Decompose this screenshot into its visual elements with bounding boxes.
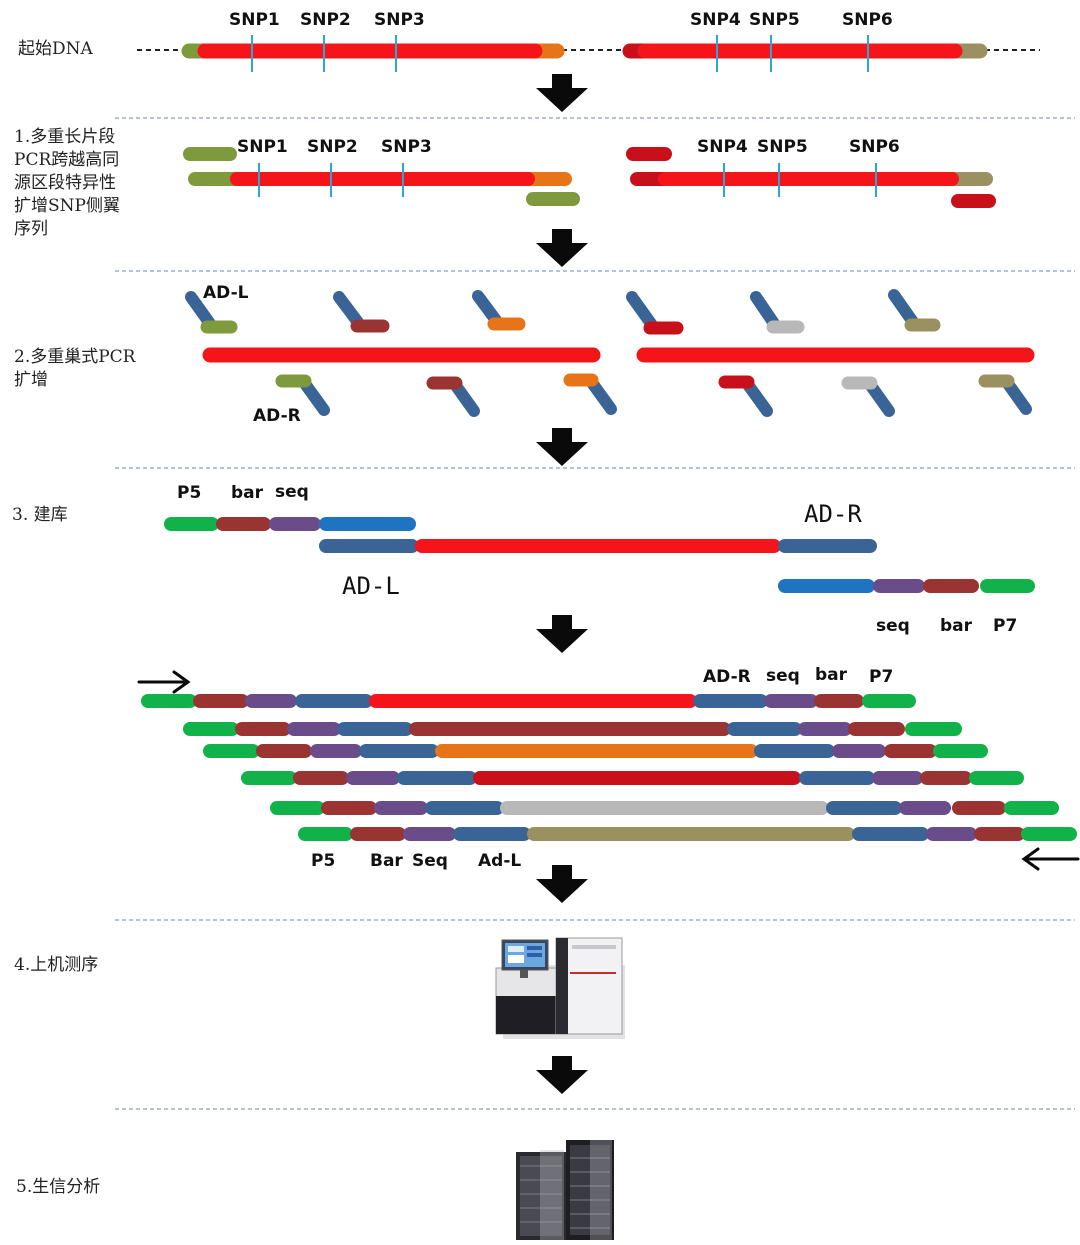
server-rack-icon: [516, 1140, 614, 1240]
nested-primer: [841, 376, 895, 417]
step-separators: [115, 117, 1075, 1110]
seq-primer-label: seq: [766, 666, 800, 686]
adapter-tail: [626, 291, 658, 331]
barcode-label: bar: [815, 665, 848, 685]
left-arrow-icon: [1021, 847, 1080, 871]
adapter-left-label: AD-L: [342, 572, 400, 600]
nested-primer: [185, 291, 238, 334]
step-1-line-1: 1.多重长片段: [14, 127, 115, 147]
barcode-label: bar: [231, 483, 264, 503]
step-1-line-2: PCR跨越高同: [14, 150, 119, 170]
snp-label: SNP5: [749, 10, 800, 30]
snp-label: SNP4: [697, 137, 748, 157]
adapter-right-label: AD-R: [703, 667, 751, 687]
nested-primer: [333, 291, 390, 333]
adapter-tail: [888, 289, 919, 328]
barcode-label: bar: [940, 616, 973, 636]
nested-pcr: AD-L AD-R: [185, 283, 1035, 426]
step-2-line-1: 2.多重巢式PCR: [14, 347, 137, 367]
sequencer-icon: [495, 937, 625, 1039]
step-1-line-5: 序列: [14, 219, 48, 239]
seq-primer-label: Seq: [412, 851, 448, 871]
adapter-left-label: Ad-L: [478, 851, 521, 871]
snp-label: SNP2: [307, 137, 358, 157]
p7-label: P7: [993, 616, 1017, 636]
step-0-label: 起始DNA: [18, 39, 94, 59]
nested-primer: [275, 374, 330, 416]
snp-label: SNP6: [842, 10, 893, 30]
step-1-line-3: 源区段特异性: [14, 173, 116, 193]
step-5-label: 5.生信分析: [16, 1177, 100, 1197]
snp-label: SNP5: [757, 137, 808, 157]
adapter-left-label: AD-L: [203, 283, 249, 303]
starting-dna: SNP1 SNP2 SNP3 SNP4 SNP5 SNP6: [137, 10, 1040, 72]
step-2-line-2: 扩增: [14, 370, 48, 390]
step-2-label: 2.多重巢式PCR 扩增: [14, 347, 137, 390]
snp-label: SNP1: [229, 10, 280, 30]
nested-primer: [626, 291, 684, 335]
step-4-label: 4.上机测序: [14, 955, 98, 975]
final-libraries: AD-R seq bar P7 P5 Bar Seq Ad-L: [137, 665, 1080, 871]
long-range-pcr: SNP1 SNP2 SNP3 SNP4 SNP5 SNP6: [183, 137, 996, 208]
snp-label: SNP6: [849, 137, 900, 157]
step-1-label: 1.多重长片段 PCR跨越高同 源区段特异性 扩增SNP侧翼 序列: [14, 127, 120, 239]
seq-primer-label: seq: [876, 616, 910, 636]
flow-arrows: [536, 74, 588, 1094]
nested-primer: [563, 373, 617, 415]
down-arrow-icon: [536, 1056, 588, 1094]
p5-label: P5: [311, 851, 335, 871]
snp-markers: [258, 163, 877, 197]
snp-label: SNP1: [237, 137, 288, 157]
snp-label: SNP2: [300, 10, 351, 30]
snp-label: SNP3: [381, 137, 432, 157]
p7-label: P7: [869, 667, 893, 687]
down-arrow-icon: [536, 74, 588, 112]
snp-label: SNP3: [374, 10, 425, 30]
nested-primer: [472, 290, 526, 331]
right-arrow-icon: [137, 670, 191, 694]
nested-primer: [978, 374, 1032, 415]
adapter-right-label: AD-R: [804, 500, 862, 528]
adapter-right-label: AD-R: [253, 406, 301, 426]
adapter-tail: [750, 291, 781, 331]
snp-label: SNP4: [690, 10, 741, 30]
down-arrow-icon: [536, 229, 588, 267]
nested-primer: [888, 289, 941, 332]
snp-markers: [251, 35, 869, 72]
down-arrow-icon: [536, 428, 588, 466]
p5-label: P5: [177, 483, 201, 503]
nested-primer: [750, 291, 805, 334]
adapter-tail: [185, 291, 217, 331]
barcode-label: Bar: [370, 851, 403, 871]
nested-primer: [718, 375, 773, 417]
down-arrow-icon: [536, 865, 588, 903]
nested-primer: [426, 376, 480, 417]
step-3-label: 3. 建库: [12, 505, 68, 525]
library-construction: P5 bar seq AD-R AD-L seq bar P7: [164, 482, 1035, 636]
seq-primer-label: seq: [275, 482, 309, 502]
step-1-line-4: 扩增SNP侧翼: [14, 196, 120, 216]
down-arrow-icon: [536, 615, 588, 653]
